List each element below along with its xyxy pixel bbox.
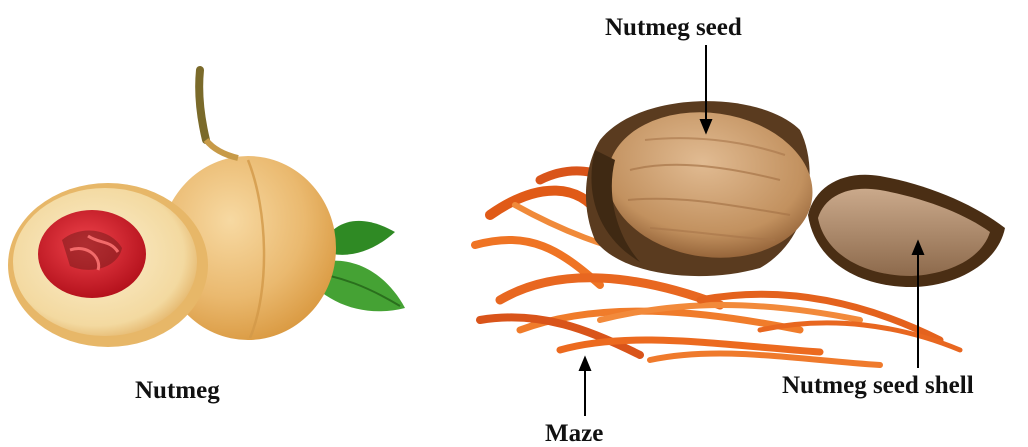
label-nutmeg: Nutmeg — [135, 378, 220, 403]
nutmeg-fruit — [8, 70, 405, 347]
label-maze: Maze — [545, 421, 603, 446]
label-nutmeg-seed: Nutmeg seed — [605, 15, 742, 40]
label-nutmeg-seed-shell: Nutmeg seed shell — [782, 373, 974, 398]
nutmeg-seed-shell — [808, 175, 1005, 287]
fruit-stem — [199, 70, 206, 140]
